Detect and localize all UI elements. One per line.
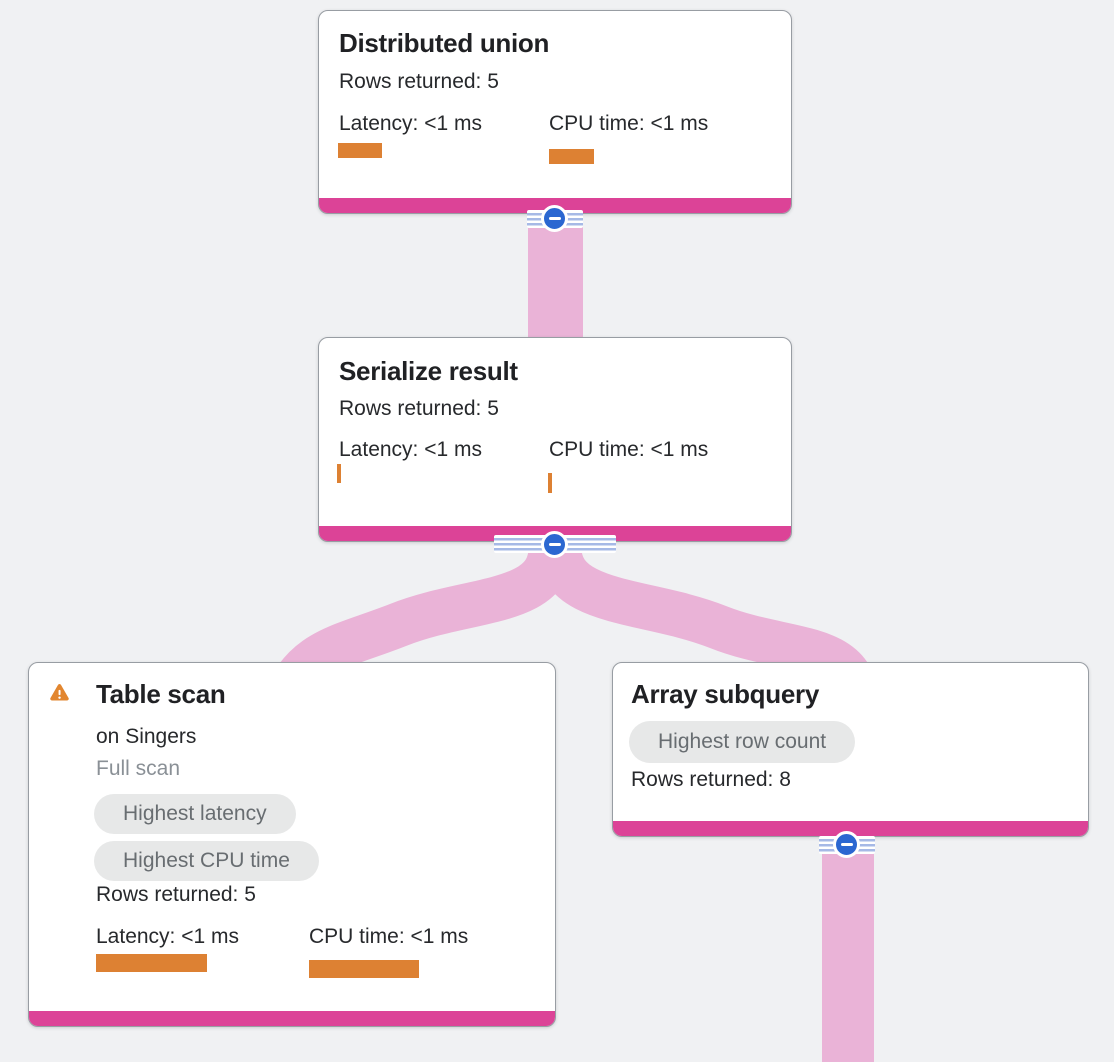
scan-type-text: Full scan bbox=[96, 757, 181, 780]
edge-array-subquery-to-child bbox=[822, 828, 874, 1062]
node-card-distributed-union[interactable]: Distributed union Rows returned: 5 Laten… bbox=[318, 10, 792, 214]
rows-returned-text: Rows returned: 5 bbox=[339, 397, 499, 420]
latency-bar bbox=[338, 143, 382, 158]
cpu-time-bar bbox=[549, 149, 594, 164]
minus-icon bbox=[548, 542, 561, 547]
latency-text: Latency: <1 ms bbox=[339, 438, 482, 461]
rows-returned-text: Rows returned: 8 bbox=[631, 768, 791, 791]
node-title: Serialize result bbox=[339, 356, 518, 386]
scan-target-text: on Singers bbox=[96, 725, 197, 748]
badge-highest-cpu-time: Highest CPU time bbox=[94, 841, 319, 881]
node-accent-bar bbox=[613, 821, 1088, 836]
cpu-time-text: CPU time: <1 ms bbox=[549, 112, 709, 135]
latency-bar bbox=[96, 954, 207, 972]
node-card-serialize-result[interactable]: Serialize result Rows returned: 5 Latenc… bbox=[318, 337, 792, 542]
node-card-table-scan[interactable]: Table scan on Singers Full scan Highest … bbox=[28, 662, 556, 1027]
minus-icon bbox=[840, 842, 853, 847]
cpu-time-bar bbox=[309, 960, 419, 978]
latency-text: Latency: <1 ms bbox=[96, 925, 239, 948]
badge-highest-row-count: Highest row count bbox=[629, 721, 856, 763]
collapse-circle[interactable] bbox=[541, 205, 568, 232]
collapse-circle[interactable] bbox=[833, 831, 860, 858]
collapse-circle[interactable] bbox=[541, 531, 568, 558]
cpu-time-bar bbox=[548, 473, 552, 493]
badge-highest-latency: Highest latency bbox=[94, 794, 296, 834]
node-title: Array subquery bbox=[631, 679, 819, 709]
warning-icon bbox=[49, 683, 70, 707]
cpu-time-text: CPU time: <1 ms bbox=[309, 925, 469, 948]
rows-returned-text: Rows returned: 5 bbox=[339, 70, 499, 93]
latency-text: Latency: <1 ms bbox=[339, 112, 482, 135]
cpu-time-text: CPU time: <1 ms bbox=[549, 438, 709, 461]
node-card-array-subquery[interactable]: Array subquery Highest row count Rows re… bbox=[612, 662, 1089, 837]
rows-returned-text: Rows returned: 5 bbox=[96, 883, 256, 906]
node-accent-bar bbox=[29, 1011, 555, 1026]
latency-bar bbox=[337, 464, 341, 483]
node-title: Table scan bbox=[96, 679, 226, 709]
minus-icon bbox=[548, 216, 561, 221]
node-title: Distributed union bbox=[339, 28, 550, 58]
